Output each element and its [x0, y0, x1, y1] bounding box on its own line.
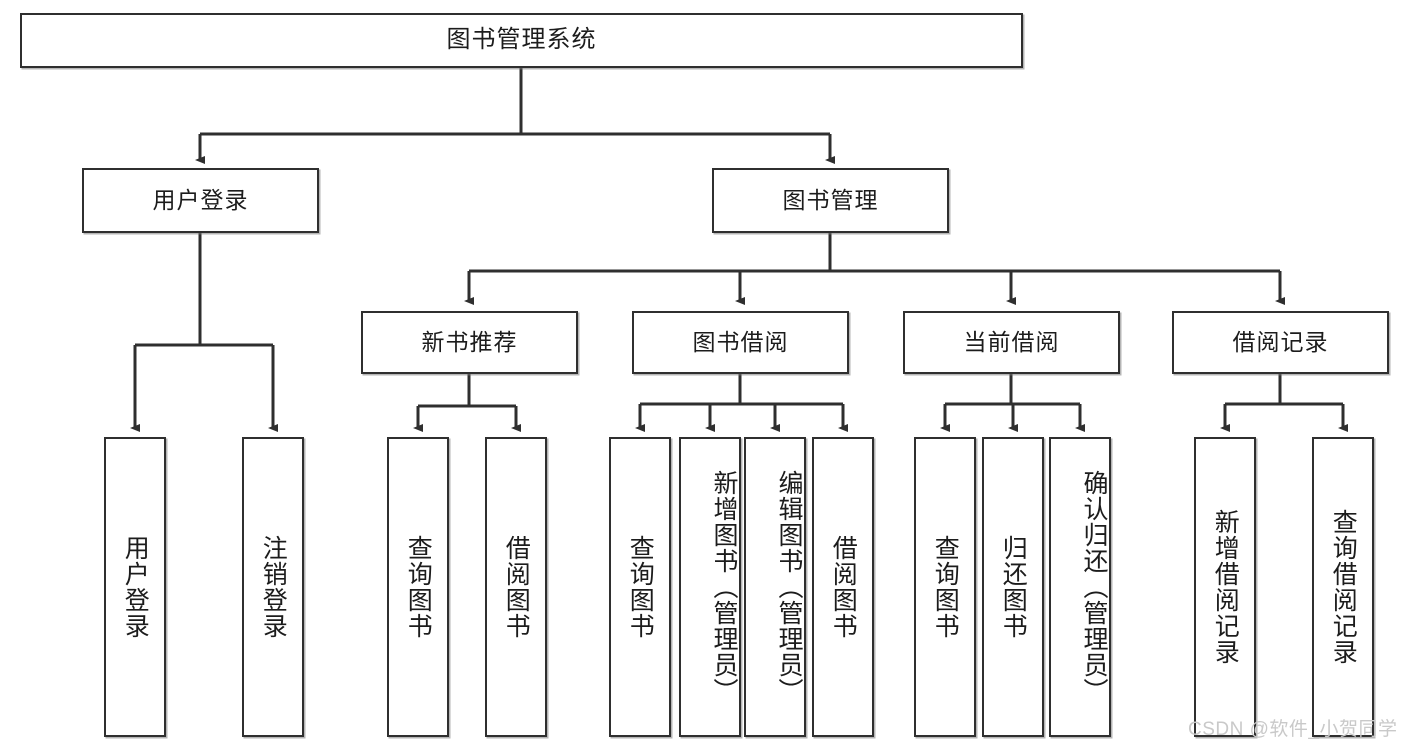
node-leaf-borrow-book-2[interactable]: 借阅图书	[812, 437, 874, 737]
node-leaf-user-login[interactable]: 用户登录	[104, 437, 166, 737]
node-leaf-query-book-3[interactable]: 查询图书	[914, 437, 976, 737]
node-leaf-confirm-return[interactable]: 确认归还（管理员）	[1049, 437, 1111, 737]
node-label: 借阅图书	[502, 535, 531, 639]
node-label: 查询图书	[931, 535, 960, 639]
node-label: 编辑图书（管理员）	[775, 470, 803, 704]
node-label: 借阅记录	[1232, 328, 1329, 355]
node-label: 归还图书	[999, 535, 1028, 639]
node-label: 用户登录	[121, 535, 150, 639]
node-label: 查询图书	[404, 535, 433, 639]
node-leaf-query-record[interactable]: 查询借阅记录	[1312, 437, 1374, 737]
node-label: 查询图书	[626, 535, 655, 639]
node-label: 用户登录	[152, 186, 249, 213]
node-leaf-return-book[interactable]: 归还图书	[982, 437, 1044, 737]
node-label: 图书管理	[782, 186, 879, 213]
node-book-borrow[interactable]: 图书借阅	[632, 311, 849, 374]
node-label: 新书推荐	[421, 328, 518, 355]
node-leaf-add-book[interactable]: 新增图书（管理员）	[679, 437, 741, 737]
node-root[interactable]: 图书管理系统	[20, 13, 1023, 68]
node-label: 确认归还（管理员）	[1080, 470, 1108, 704]
node-label: 新增图书（管理员）	[710, 470, 738, 704]
node-current-borrow[interactable]: 当前借阅	[903, 311, 1120, 374]
node-label: 图书借阅	[692, 328, 789, 355]
node-label: 新增借阅记录	[1211, 509, 1240, 665]
node-label: 注销登录	[259, 535, 288, 639]
node-leaf-query-book-1[interactable]: 查询图书	[387, 437, 449, 737]
node-label: 图书管理系统	[446, 26, 597, 54]
node-label: 查询借阅记录	[1329, 509, 1358, 665]
node-user-login[interactable]: 用户登录	[82, 168, 319, 233]
node-leaf-edit-book[interactable]: 编辑图书（管理员）	[744, 437, 806, 737]
node-book-manage[interactable]: 图书管理	[712, 168, 949, 233]
csdn-watermark: CSDN @软件_小贺同学	[1188, 719, 1398, 740]
node-new-book-recommend[interactable]: 新书推荐	[361, 311, 578, 374]
node-leaf-borrow-book-1[interactable]: 借阅图书	[485, 437, 547, 737]
node-leaf-query-book-2[interactable]: 查询图书	[609, 437, 671, 737]
node-borrow-record[interactable]: 借阅记录	[1172, 311, 1389, 374]
node-label: 当前借阅	[963, 328, 1060, 355]
node-leaf-user-logout[interactable]: 注销登录	[242, 437, 304, 737]
node-leaf-add-record[interactable]: 新增借阅记录	[1194, 437, 1256, 737]
node-label: 借阅图书	[829, 535, 858, 639]
